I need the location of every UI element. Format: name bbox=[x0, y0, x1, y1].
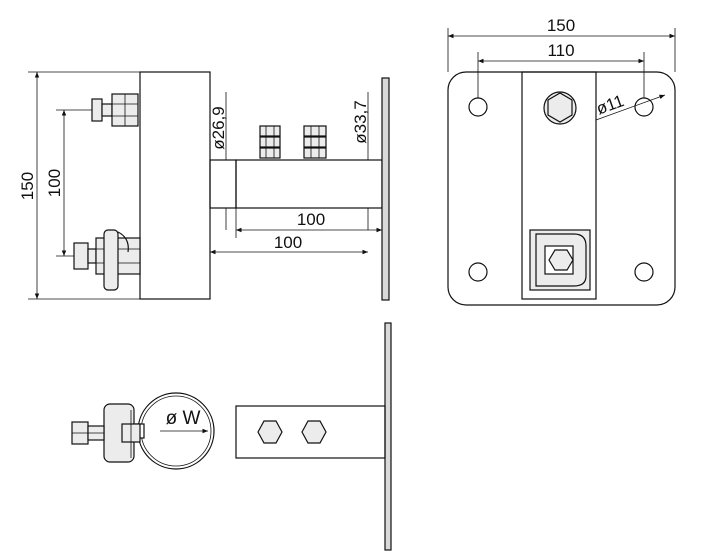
hex-bolt-head bbox=[257, 420, 283, 444]
hex-nut-pair-2 bbox=[303, 125, 327, 159]
dim-hole-spacing-label: 110 bbox=[547, 41, 574, 60]
plate-view: 150 110 ø11 bbox=[447, 16, 676, 306]
hex-nut-pair-1 bbox=[259, 125, 281, 159]
side-view: 150 100 ø26,9 ø33,7 100 100 bbox=[18, 71, 390, 301]
mount-hole bbox=[468, 97, 488, 117]
dim-large-tube-length-label: 100 bbox=[274, 233, 302, 252]
wall-plate-top bbox=[384, 322, 392, 551]
dim-height-label: 150 bbox=[18, 172, 37, 200]
dim-small-tube-label: ø26,9 bbox=[209, 106, 228, 149]
dim-bolt-spacing-label: 100 bbox=[45, 169, 64, 197]
lower-bolt bbox=[73, 229, 141, 291]
clamp-block bbox=[139, 71, 211, 300]
lower-tube bbox=[235, 159, 383, 209]
dim-small-tube-length-label: 100 bbox=[297, 210, 325, 229]
dim-hole-diameter-label: ø11 bbox=[594, 91, 627, 118]
arm-tube bbox=[235, 405, 386, 459]
top-view: ø W bbox=[71, 322, 392, 551]
dim-large-tube-label: ø33,7 bbox=[351, 100, 370, 143]
dim-plate-width-label: 150 bbox=[547, 16, 575, 35]
mount-hole bbox=[634, 262, 654, 282]
wall-plate-side bbox=[381, 77, 390, 301]
upper-tube bbox=[209, 159, 237, 209]
center-bar bbox=[521, 71, 597, 300]
hex-bolt-head bbox=[301, 420, 327, 444]
mount-hole bbox=[468, 262, 488, 282]
dim-pipe-diameter-label: ø W bbox=[166, 408, 201, 429]
upper-bolt bbox=[91, 93, 139, 127]
